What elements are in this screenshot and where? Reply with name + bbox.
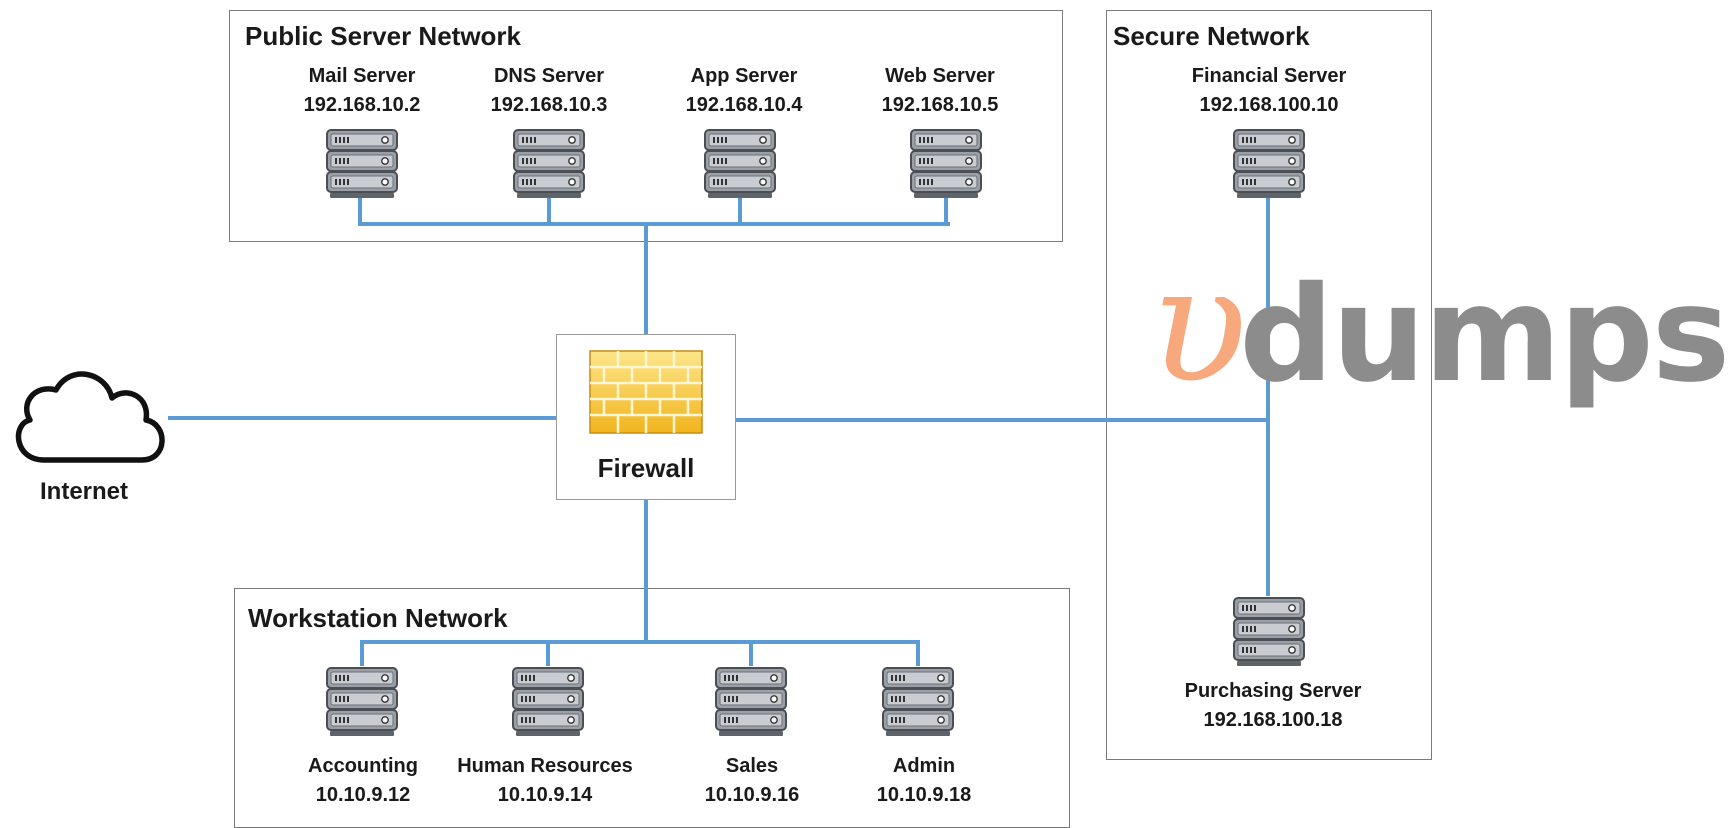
firewall-icon <box>589 350 703 434</box>
vdumps-watermark: υdumps <box>1150 231 1730 418</box>
admin-host-icon <box>883 668 953 736</box>
purchasing-server-icon <box>1234 598 1304 666</box>
mail-server-label: Mail Server 192.168.10.2 <box>304 62 421 120</box>
app-server-icon <box>705 130 775 198</box>
server-ip: 192.168.10.2 <box>303 94 421 116</box>
server-ip: 192.168.100.18 <box>1203 709 1343 731</box>
server-name: App Server <box>690 65 798 87</box>
web-server-icon <box>911 130 981 198</box>
host-name: Sales <box>725 755 779 777</box>
host-ip: 10.10.9.18 <box>876 784 972 806</box>
sales-host-label: Sales 10.10.9.16 <box>705 752 800 810</box>
dns-server-label: DNS Server 192.168.10.3 <box>491 62 608 120</box>
hr-host-icon <box>513 668 583 736</box>
server-name: Mail Server <box>308 65 416 87</box>
hr-host-label: Human Resources 10.10.9.14 <box>457 752 633 810</box>
public-network-title: Public Server Network <box>245 21 521 51</box>
firewall-node: Firewall <box>556 334 736 500</box>
admin-host-label: Admin 10.10.9.18 <box>877 752 972 810</box>
server-ip: 192.168.10.3 <box>490 94 608 116</box>
server-name: Purchasing Server <box>1184 680 1362 702</box>
sales-host-icon <box>716 668 786 736</box>
server-name: DNS Server <box>493 65 605 87</box>
accounting-host-icon <box>327 668 397 736</box>
public-server-network-box: Public Server Network <box>229 10 1063 242</box>
internet-label: Internet <box>40 478 129 505</box>
watermark-logo-mark: υ <box>1150 231 1248 418</box>
host-ip: 10.10.9.12 <box>315 784 411 806</box>
host-name: Admin <box>892 755 956 777</box>
server-ip: 192.168.100.10 <box>1199 94 1339 116</box>
web-server-label: Web Server 192.168.10.5 <box>882 62 999 120</box>
internet-cloud-icon <box>15 371 165 463</box>
server-ip: 192.168.10.4 <box>685 94 803 116</box>
server-name: Web Server <box>885 65 995 87</box>
purchasing-server-label: Purchasing Server 192.168.100.18 <box>1185 677 1362 735</box>
host-ip: 10.10.9.14 <box>497 784 593 806</box>
host-ip: 10.10.9.16 <box>704 784 800 806</box>
financial-server-label: Financial Server 192.168.100.10 <box>1192 62 1347 120</box>
host-name: Accounting <box>308 755 418 777</box>
mail-server-icon <box>327 130 397 198</box>
firewall-label: Firewall <box>597 453 695 483</box>
secure-network-title: Secure Network <box>1113 21 1310 51</box>
server-name: Financial Server <box>1191 65 1347 87</box>
workstation-network-title: Workstation Network <box>248 603 508 633</box>
accounting-host-label: Accounting 10.10.9.12 <box>308 752 418 810</box>
financial-server-icon <box>1234 130 1304 198</box>
app-server-label: App Server 192.168.10.4 <box>686 62 803 120</box>
dns-server-icon <box>514 130 584 198</box>
server-ip: 192.168.10.5 <box>881 94 999 116</box>
watermark-text: dumps <box>1239 258 1730 412</box>
host-name: Human Resources <box>457 755 633 777</box>
